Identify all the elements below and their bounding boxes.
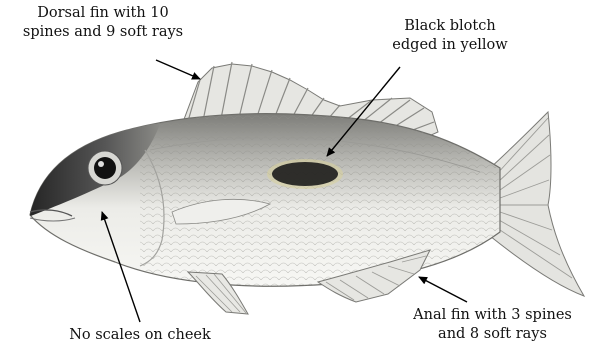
black-blotch bbox=[267, 159, 343, 189]
cheek-label: No scales on cheek bbox=[50, 326, 230, 345]
dorsal-fin-label-line-2: spines and 9 soft rays bbox=[8, 23, 198, 42]
blotch-label: Black blotch edged in yellow bbox=[375, 17, 525, 55]
blotch-label-line-2: edged in yellow bbox=[375, 36, 525, 55]
anal-fin-arrow bbox=[419, 277, 467, 302]
blotch-label-line-1: Black blotch bbox=[375, 17, 525, 36]
dorsal-fin-arrow bbox=[156, 60, 200, 79]
anal-fin-label-line-1: Anal fin with 3 spines bbox=[400, 306, 585, 325]
tail-fin bbox=[490, 112, 584, 296]
anal-fin-label: Anal fin with 3 spines and 8 soft rays bbox=[400, 306, 585, 344]
dorsal-fin-label-line-1: Dorsal fin with 10 bbox=[8, 4, 198, 23]
cheek-label-line-1: No scales on cheek bbox=[50, 326, 230, 345]
eye bbox=[88, 151, 122, 185]
dorsal-fin-label: Dorsal fin with 10 spines and 9 soft ray… bbox=[8, 4, 198, 42]
anal-fin-label-line-2: and 8 soft rays bbox=[400, 325, 585, 344]
